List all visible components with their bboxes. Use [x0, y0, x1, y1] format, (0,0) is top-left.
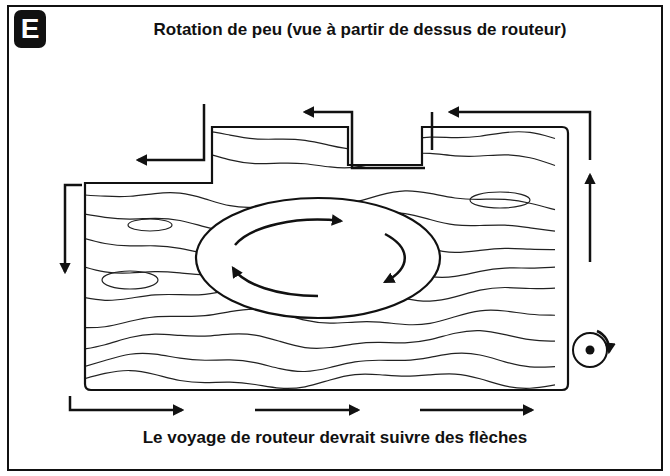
rotation-arrow — [233, 268, 318, 296]
rotation-arrow — [235, 220, 341, 245]
bit-center — [586, 346, 595, 355]
travel-arrow — [65, 185, 82, 272]
travel-arrow — [450, 112, 590, 160]
travel-arrow — [138, 104, 204, 160]
diagram-caption: Le voyage de routeur devrait suivre des … — [0, 428, 670, 448]
travel-arrow — [589, 175, 592, 262]
diagram-title: Rotation de peu (vue à partir de dessus … — [50, 20, 670, 40]
grain-line — [80, 131, 555, 150]
grain-line — [80, 353, 555, 371]
travel-line — [431, 112, 434, 150]
inner-rotation-arrows — [233, 220, 405, 296]
wood-grain — [80, 131, 555, 389]
section-badge: E — [14, 10, 46, 48]
bit-circle — [573, 333, 607, 367]
workpiece-outline — [85, 127, 568, 390]
travel-arrow — [420, 409, 532, 412]
badge-letter: E — [21, 13, 40, 45]
travel-arrow — [70, 396, 182, 410]
outer-travel-arrows — [65, 104, 590, 410]
grain-knot — [470, 192, 530, 208]
travel-arrow — [255, 409, 358, 412]
router-bit-symbol — [573, 331, 609, 367]
rotation-arrow — [385, 234, 405, 282]
frame-border — [8, 6, 662, 470]
inner-cutout — [196, 198, 440, 318]
grain-knot — [128, 219, 172, 231]
grain-line — [80, 331, 555, 350]
bit-rotation-arrow — [597, 331, 609, 352]
grain-line — [80, 371, 555, 389]
travel-arrow — [305, 112, 425, 168]
grain-knot — [102, 271, 158, 289]
